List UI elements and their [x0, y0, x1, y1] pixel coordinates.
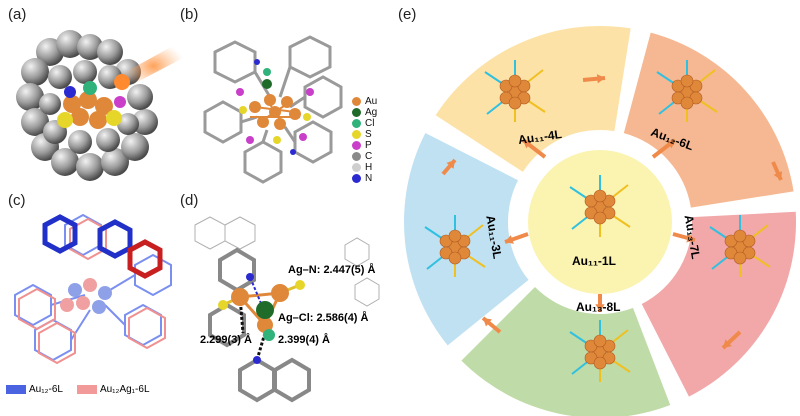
- ball-stick-model: [195, 22, 345, 187]
- legend-item-cl: Cl: [352, 118, 392, 129]
- legend-item-c: C: [352, 151, 392, 162]
- legend-label-blue: Au₁₂-6L: [29, 384, 63, 395]
- ag-n-distance: Ag–N: 2.447(5) Å: [288, 264, 375, 276]
- panel-label-a: (a): [8, 6, 26, 23]
- element-legend: Au Ag Cl S P C H N: [352, 96, 392, 184]
- bond-distance-1: 2.299(3) Å: [200, 334, 252, 346]
- overlay-structure: [5, 205, 185, 380]
- segment-label-3: Au₁₃-8L: [576, 300, 621, 314]
- bond-distance-2: 2.399(4) Å: [278, 334, 330, 346]
- ag-cl-distance: Ag–Cl: 2.586(4) Å: [278, 312, 368, 324]
- legend-item-h: H: [352, 162, 392, 173]
- overlay-legend: Au₁₂-6L Au₁₂Ag₁-6L: [6, 384, 150, 395]
- legend-item-p: P: [352, 140, 392, 151]
- legend-swatch-blue: [6, 385, 26, 394]
- legend-item-n: N: [352, 173, 392, 184]
- panel-label-b: (b): [180, 6, 198, 23]
- space-filling-model: [10, 22, 185, 187]
- transformation-ring-diagram: [395, 12, 800, 416]
- center-label: Au₁₁-1L: [572, 254, 616, 268]
- legend-item-au: Au: [352, 96, 392, 107]
- ag-coordination-structure: [185, 205, 395, 410]
- legend-swatch-red: [77, 385, 97, 394]
- legend-item-ag: Ag: [352, 107, 392, 118]
- legend-item-s: S: [352, 129, 392, 140]
- legend-label-red: Au₁₂Ag₁-6L: [100, 384, 150, 395]
